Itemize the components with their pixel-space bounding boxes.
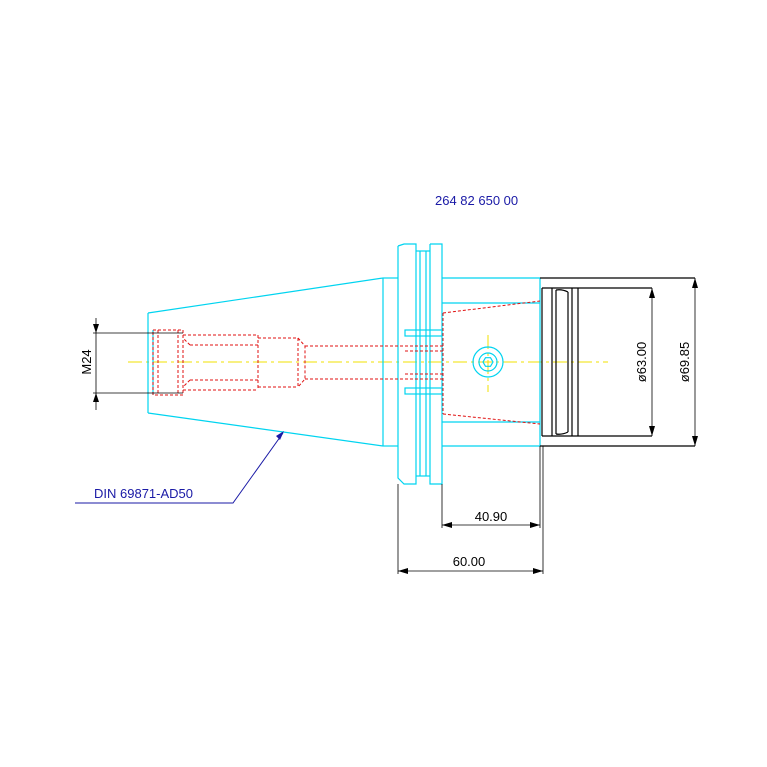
chuck-nut <box>540 277 695 447</box>
standard-label: DIN 69871-AD50 <box>94 486 193 501</box>
bore-diameter-label: ø63.00 <box>634 342 649 382</box>
thread-dimension-label: M24 <box>79 349 94 374</box>
length-long-label: 60.00 <box>453 554 486 569</box>
hidden-lines <box>152 300 541 425</box>
holder-outline <box>147 243 541 485</box>
standard-leader <box>75 432 284 504</box>
part-number: 264 82 650 00 <box>435 193 518 208</box>
outer-diameter-label: ø69.85 <box>677 342 692 382</box>
length-short-label: 40.90 <box>475 509 508 524</box>
centerlines <box>128 335 608 392</box>
dimension-lines <box>93 278 696 574</box>
dimension-arrows <box>93 278 698 574</box>
leader-arrowhead <box>276 431 284 440</box>
